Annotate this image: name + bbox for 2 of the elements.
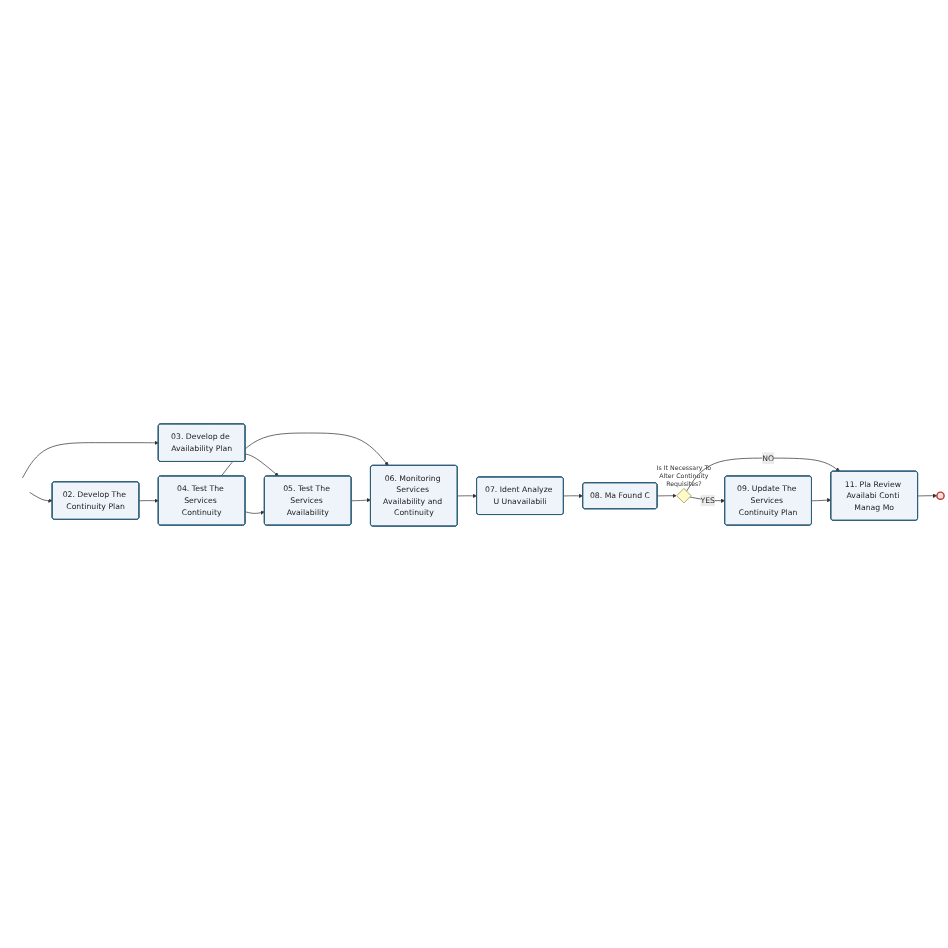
node-circle: [936, 490, 945, 500]
node-diamond: [676, 487, 692, 503]
